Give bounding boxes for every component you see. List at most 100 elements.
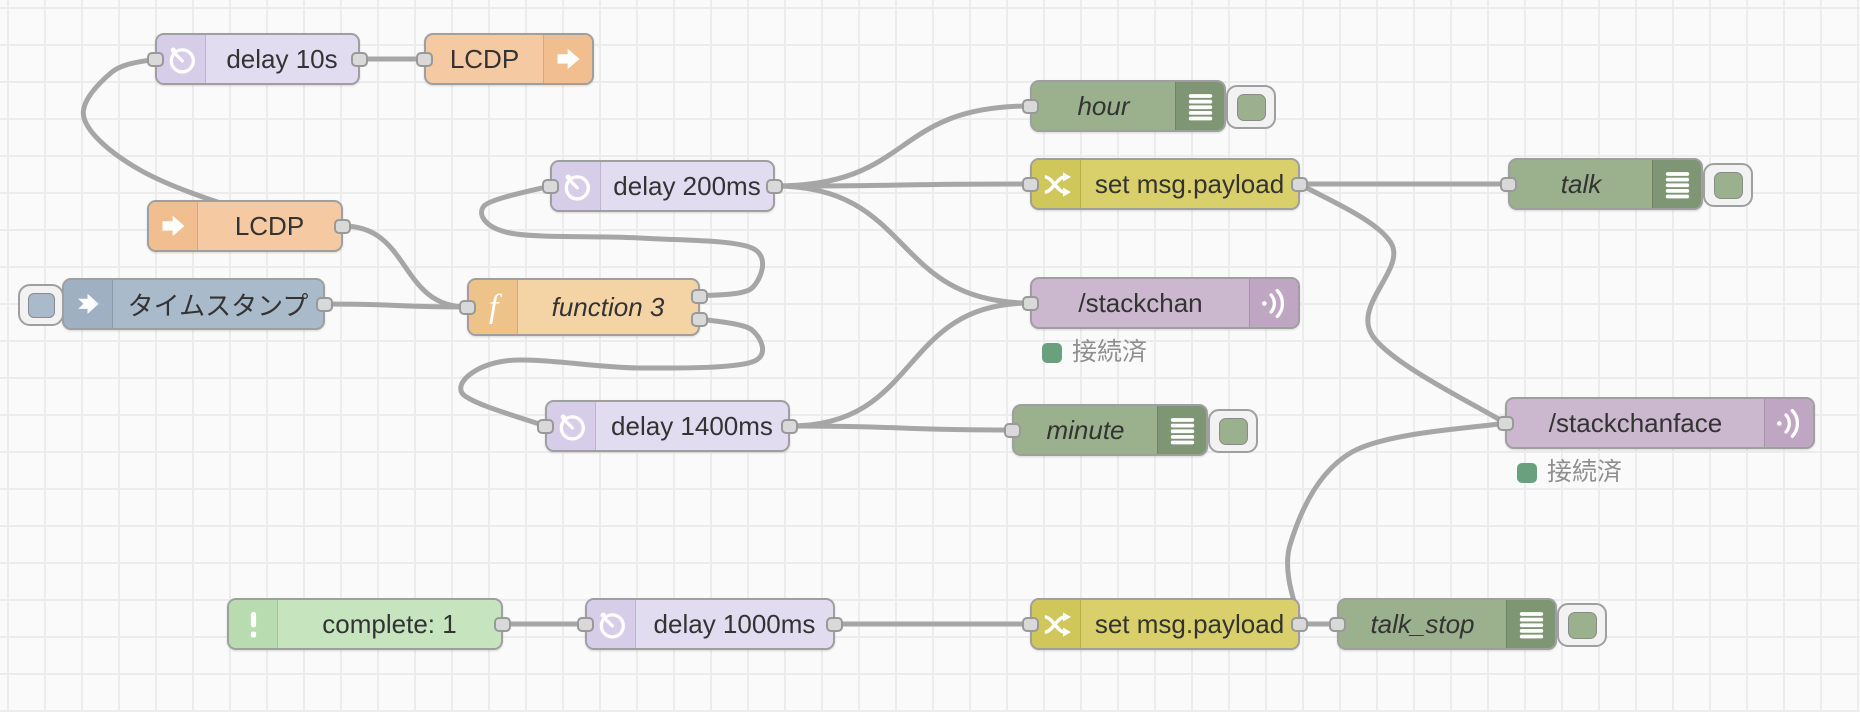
timer-icon (552, 162, 601, 210)
port-in-delay1400ms[interactable] (537, 418, 554, 434)
port-in-talk_stop[interactable] (1329, 616, 1346, 632)
change-icon (1032, 600, 1081, 648)
wire-delay200ms-to-set1[interactable] (772, 181, 1033, 189)
complete-icon (229, 600, 278, 648)
port-in-lcdp_out[interactable] (416, 51, 433, 67)
port-out-delay200ms-0[interactable] (766, 178, 783, 194)
debug-toggle-talk[interactable] (1703, 163, 1753, 207)
port-out-delay1000ms-0[interactable] (826, 616, 843, 632)
node-talk_stop[interactable]: talk_stop (1329, 598, 1607, 650)
port-in-talk[interactable] (1500, 176, 1517, 192)
timer-icon (587, 600, 636, 648)
inject-button-inject[interactable] (18, 284, 64, 326)
node-hour[interactable]: hour (1022, 80, 1276, 132)
node-inject[interactable]: タイムスタンプ (18, 278, 333, 330)
status-connected-label: 接続済 (1072, 338, 1148, 366)
port-in-minute[interactable] (1004, 422, 1021, 438)
node-label-stackchan: /stackchan (1078, 287, 1203, 318)
node-label-delay200ms: delay 200ms (613, 170, 761, 201)
node-set2[interactable]: set msg.payload (1022, 598, 1308, 650)
wire-inject-to-function3[interactable] (322, 301, 470, 310)
node-label-hour: hour (1077, 90, 1130, 121)
node-label-talk: talk (1560, 168, 1602, 199)
node-label-stackchanface: /stackchanface (1548, 407, 1723, 438)
wire-set1-to-stackchanface[interactable] (1297, 181, 1508, 426)
port-in-delay1000ms[interactable] (577, 616, 594, 632)
node-set1[interactable]: set msg.payload (1022, 158, 1308, 210)
link-arrow-icon (543, 35, 592, 83)
wire-delay200ms-to-stackchan[interactable] (772, 183, 1033, 306)
debug-toggle-talk_stop[interactable] (1557, 603, 1607, 647)
node-complete1[interactable]: complete: 1 (227, 598, 511, 650)
port-in-function3[interactable] (459, 299, 476, 315)
port-out-set2-0[interactable] (1291, 616, 1308, 632)
port-in-delay200ms[interactable] (542, 178, 559, 194)
debug-toggle-face (1218, 417, 1248, 445)
node-label-set1: set msg.payload (1094, 168, 1285, 199)
port-out-lcdp_in-0[interactable] (334, 218, 351, 234)
node-lcdp_in[interactable]: LCDP (147, 200, 351, 252)
status-connected-dot (1042, 342, 1062, 363)
port-out-complete1-0[interactable] (494, 616, 511, 632)
timer-icon (547, 402, 596, 450)
port-in-stackchan[interactable] (1022, 295, 1039, 311)
node-delay1000ms[interactable]: delay 1000ms (577, 598, 843, 650)
node-delay10s[interactable]: delay 10s (147, 33, 368, 85)
status-stackchanface: 接続済 (1517, 460, 1622, 485)
wire-set2-to-stackchanface[interactable] (1285, 420, 1508, 627)
function-icon: f (469, 280, 518, 334)
status-stackchan: 接続済 (1042, 340, 1147, 365)
node-delay200ms[interactable]: delay 200ms (542, 160, 783, 212)
inject-button-face (27, 292, 55, 318)
node-label-delay1400ms: delay 1400ms (611, 410, 773, 441)
port-in-stackchanface[interactable] (1497, 415, 1514, 431)
port-in-delay10s[interactable] (147, 51, 164, 67)
node-label-talk_stop: talk_stop (1370, 608, 1475, 639)
node-function3[interactable]: f function 3 (459, 278, 708, 336)
debug-toggle-minute[interactable] (1208, 409, 1258, 453)
wire-function3-to-delay200ms[interactable] (479, 183, 766, 299)
node-label-inject: タイムスタンプ (127, 290, 309, 321)
port-out-inject-0[interactable] (316, 296, 333, 312)
debug-toggle-face (1236, 93, 1266, 121)
node-label-function3: function 3 (551, 291, 665, 322)
node-label-delay10s: delay 10s (226, 43, 338, 74)
svg-text:f: f (488, 291, 502, 324)
timer-icon (157, 35, 206, 83)
wire-function3-to-delay1400ms[interactable] (458, 316, 766, 429)
port-out-function3-0[interactable] (691, 288, 708, 304)
port-out-set1-0[interactable] (1291, 176, 1308, 192)
node-label-complete1: complete: 1 (322, 608, 457, 639)
debug-list-icon (1157, 406, 1206, 454)
port-in-set2[interactable] (1022, 616, 1039, 632)
node-label-delay1000ms: delay 1000ms (653, 608, 816, 639)
wire-delay1400ms-to-minute[interactable] (787, 423, 1015, 433)
inject-arrow-icon (64, 280, 113, 328)
debug-list-icon (1506, 600, 1555, 648)
node-label-lcdp_in: LCDP (234, 210, 305, 241)
port-out-delay1400ms-0[interactable] (781, 418, 798, 434)
node-talk[interactable]: talk (1500, 158, 1753, 210)
status-connected-label: 接続済 (1547, 458, 1623, 486)
wire-lcdp_in-to-function3[interactable] (340, 223, 470, 310)
port-in-hour[interactable] (1022, 98, 1039, 114)
mqtt-broadcast-icon (1764, 399, 1813, 447)
debug-toggle-hour[interactable] (1226, 85, 1276, 129)
status-connected-dot (1517, 462, 1537, 483)
node-stackchanface[interactable]: /stackchanface 接続済 (1497, 397, 1815, 485)
port-out-delay10s-0[interactable] (351, 51, 368, 67)
node-delay1400ms[interactable]: delay 1400ms (537, 400, 798, 452)
debug-list-icon (1175, 82, 1224, 130)
node-label-set2: set msg.payload (1094, 608, 1285, 639)
wire-delay200ms-to-hour[interactable] (772, 103, 1033, 189)
node-minute[interactable]: minute (1004, 404, 1258, 456)
node-lcdp_out[interactable]: LCDP (416, 33, 594, 85)
port-in-set1[interactable] (1022, 176, 1039, 192)
node-label-lcdp_out: LCDP (449, 43, 520, 74)
node-stackchan[interactable]: /stackchan 接続済 (1022, 277, 1300, 365)
wire-delay1400ms-to-stackchan[interactable] (787, 300, 1033, 429)
link-arrow-icon (149, 202, 198, 250)
node-label-minute: minute (1046, 414, 1125, 445)
port-out-function3-1[interactable] (691, 311, 708, 327)
